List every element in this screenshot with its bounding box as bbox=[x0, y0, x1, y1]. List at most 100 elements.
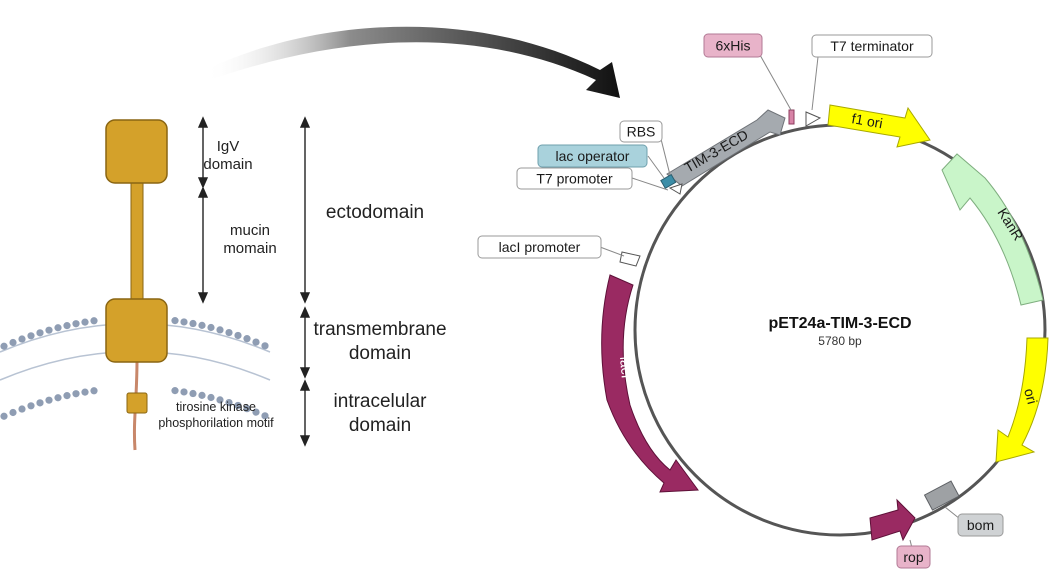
lipid-head bbox=[171, 317, 179, 325]
bom-callout-box bbox=[957, 513, 1004, 537]
transmembrane-label-line2: domain bbox=[349, 343, 411, 364]
lacop-callout-box bbox=[537, 144, 648, 168]
t7term-callout-box bbox=[811, 34, 933, 58]
igv-domain-box bbox=[105, 119, 168, 184]
lipid-head bbox=[180, 388, 188, 396]
curved-arrow bbox=[205, 26, 620, 99]
f1-ori-label: f1 ori bbox=[850, 110, 883, 131]
plasmid-size: 5780 bp bbox=[818, 334, 862, 348]
lipid-head bbox=[234, 401, 242, 410]
laci-feature bbox=[601, 274, 699, 493]
rbs-callout-box bbox=[619, 120, 663, 143]
lipid-head bbox=[45, 396, 53, 404]
lipid-head bbox=[72, 390, 80, 398]
lipid-head bbox=[18, 405, 26, 413]
lipid-head bbox=[243, 335, 251, 343]
lipid-head bbox=[252, 408, 260, 416]
lipid-head bbox=[207, 323, 215, 332]
igv-label-line2: domain bbox=[203, 156, 252, 173]
lac-operator-mark bbox=[660, 173, 677, 190]
lipid-head bbox=[27, 332, 35, 340]
his-tag-mark bbox=[788, 109, 795, 125]
lipid-head bbox=[243, 405, 251, 413]
lipid-head bbox=[27, 402, 35, 410]
lipid-head bbox=[54, 394, 62, 402]
t7term-callout-label: T7 terminator bbox=[830, 38, 914, 54]
ori-label: ori bbox=[1021, 387, 1040, 406]
f1-ori-feature bbox=[827, 104, 931, 148]
intracellular-label-line2: domain bbox=[349, 415, 411, 436]
lipid-head bbox=[72, 320, 80, 328]
t7-promoter-mark bbox=[668, 183, 683, 195]
lipid-head bbox=[216, 326, 224, 334]
lipid-head bbox=[63, 392, 71, 400]
lipid-head bbox=[0, 412, 8, 420]
mucin-stalk bbox=[130, 179, 144, 306]
tim3-protein bbox=[105, 119, 168, 451]
lipid-head bbox=[180, 318, 188, 326]
lipid-head bbox=[234, 331, 242, 340]
callout-leaders bbox=[599, 54, 961, 549]
lipid-head bbox=[189, 389, 197, 398]
t7prom-callout-box bbox=[516, 167, 633, 190]
cell-membrane bbox=[0, 317, 271, 420]
lipid-head bbox=[45, 326, 53, 334]
lipid-head bbox=[189, 319, 197, 328]
igv-label-line1: IgV bbox=[217, 138, 240, 155]
lacop-callout-label: lac operator bbox=[556, 148, 630, 164]
plasmid-name: pET24a-TIM-3-ECD bbox=[768, 315, 911, 332]
membrane-heads-outer bbox=[0, 317, 269, 350]
lipid-head bbox=[171, 387, 179, 395]
lipid-head bbox=[81, 388, 89, 396]
ectodomain-label: ectodomain bbox=[326, 202, 424, 223]
bom-callout-label: bom bbox=[967, 517, 994, 533]
t7-terminator-mark bbox=[805, 111, 822, 127]
kinase-label-line1: tirosine kinase bbox=[176, 400, 256, 414]
lipid-head bbox=[261, 412, 269, 420]
lipid-head bbox=[81, 318, 89, 326]
lipid-head bbox=[198, 321, 206, 329]
transmembrane-label-line1: transmembrane bbox=[313, 319, 446, 340]
domain-arrows bbox=[197, 116, 311, 447]
lipid-head bbox=[54, 324, 62, 332]
membrane-heads-inner bbox=[0, 387, 269, 420]
bom-feature bbox=[923, 480, 960, 511]
his-callout-box bbox=[703, 33, 763, 58]
lipid-head bbox=[261, 342, 269, 350]
laciprom-callout-label: lacI promoter bbox=[499, 239, 581, 255]
kinase-motif-box bbox=[126, 392, 148, 414]
lipid-head bbox=[216, 396, 224, 404]
lipid-head bbox=[225, 328, 233, 337]
rop-feature bbox=[869, 498, 916, 542]
lipid-head bbox=[90, 387, 98, 395]
laciprom-callout-box bbox=[477, 235, 602, 259]
transmembrane-box bbox=[105, 298, 168, 363]
mucin-label-line2: momain bbox=[223, 240, 276, 257]
rop-callout-label: rop bbox=[903, 549, 923, 565]
rbs-callout-label: RBS bbox=[627, 124, 656, 140]
mucin-label-line1: mucin bbox=[230, 222, 270, 239]
lipid-head bbox=[207, 393, 215, 402]
lipid-head bbox=[90, 317, 98, 325]
laci-label: lacI bbox=[617, 356, 635, 379]
plasmid-map: TIM-3-ECD f1 ori KanR ori lacI bbox=[477, 33, 1049, 569]
laci-promoter-mark bbox=[619, 251, 641, 267]
intracellular-label-line1: intracelular bbox=[334, 391, 428, 412]
lipid-head bbox=[252, 338, 260, 346]
his-callout-label: 6xHis bbox=[715, 38, 750, 54]
lipid-head bbox=[18, 335, 26, 343]
kanr-feature bbox=[941, 153, 1044, 306]
lipid-head bbox=[36, 399, 44, 407]
rop-callout-box bbox=[896, 545, 931, 569]
lipid-head bbox=[36, 329, 44, 337]
ori-feature bbox=[995, 337, 1049, 463]
lipid-head bbox=[9, 408, 17, 417]
lipid-head bbox=[225, 398, 233, 407]
lipid-head bbox=[9, 338, 17, 347]
lipid-head bbox=[198, 391, 206, 399]
t7prom-callout-label: T7 promoter bbox=[536, 171, 613, 187]
tim3-ecd-feature bbox=[666, 109, 786, 187]
lipid-head bbox=[0, 342, 8, 350]
